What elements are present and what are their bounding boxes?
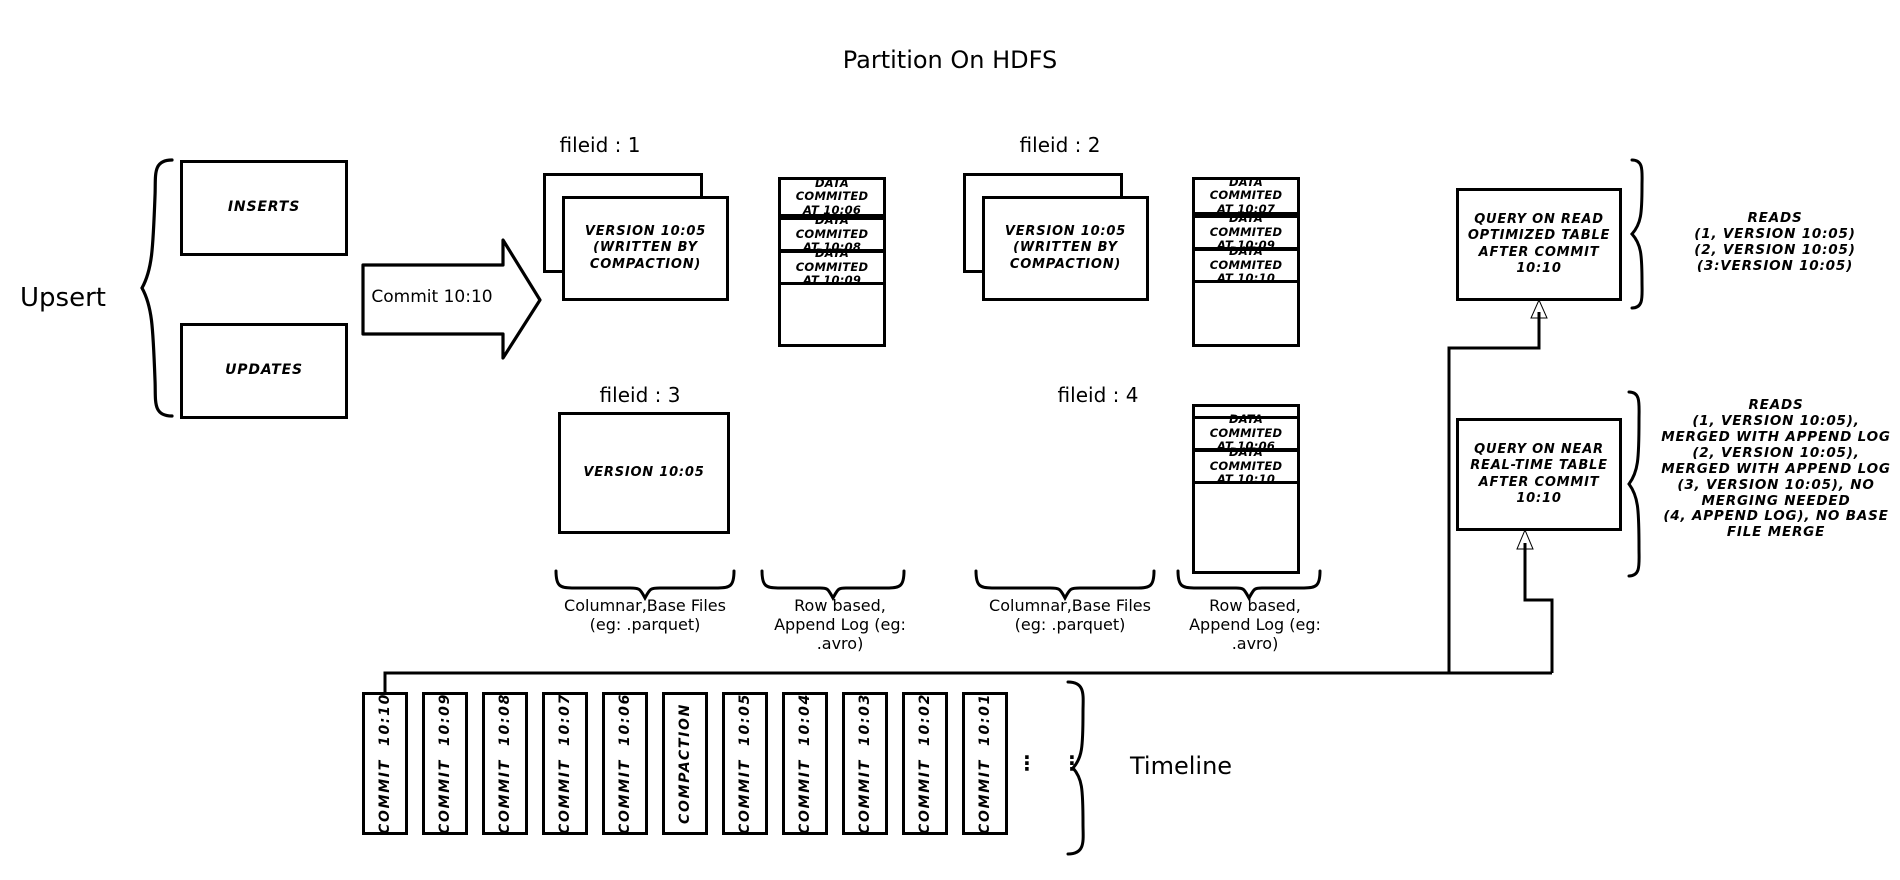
inserts-box: INSERTS <box>180 160 348 256</box>
arrowhead-read-optimized <box>1530 298 1548 319</box>
reads-read-optimized: READS (1, VERSION 10:05) (2, VERSION 10:… <box>1694 210 1856 274</box>
brace-columnar-right <box>974 569 1156 602</box>
timeline-card[interactable]: COMMIT 10:07 <box>542 692 588 835</box>
timeline-card-label: COMMIT 10:01 <box>977 693 993 834</box>
caption-rowlog-right: Row based, Append Log (eg: .avro) <box>1189 596 1321 653</box>
timeline-card-label: COMMIT 10:03 <box>857 693 873 834</box>
fileid-3-heading: fileid : 3 <box>599 383 681 407</box>
timeline-card-label: COMMIT 10:08 <box>497 693 513 834</box>
timeline-card-label: COMMIT 10:02 <box>917 693 933 834</box>
timeline-card[interactable]: COMMIT 10:08 <box>482 692 528 835</box>
page-title: Partition On HDFS <box>842 46 1058 74</box>
timeline-ellipsis-2: ⋮ <box>1062 751 1082 775</box>
fileid-4-heading: fileid : 4 <box>1057 383 1139 407</box>
brace-rowlog-right <box>1176 569 1322 602</box>
query-near-real-time-box[interactable]: QUERY ON NEAR REAL-TIME TABLE AFTER COMM… <box>1456 418 1622 531</box>
timeline-card-label: COMMIT 10:10 <box>377 693 393 834</box>
log-entry: DATA COMMITED AT 10:09 <box>778 246 886 288</box>
log-entry-text: DATA COMMITED AT 10:07 <box>1209 174 1283 216</box>
fileid-1-log-stack: DATA COMMITED AT 10:06 DATA COMMITED AT … <box>778 175 886 347</box>
timeline-card-label: COMMIT 10:06 <box>617 693 633 834</box>
log-entry: DATA COMMITED AT 10:10 <box>1192 445 1300 487</box>
caption-columnar-right: Columnar,Base Files (eg: .parquet) <box>989 596 1151 634</box>
log-entry: DATA COMMITED AT 10:10 <box>1192 244 1300 286</box>
timeline-card-label: COMMIT 10:04 <box>797 693 813 834</box>
query-read-optimized-text: QUERY ON READ OPTIMIZED TABLE AFTER COMM… <box>1467 212 1611 276</box>
fileid-4-log-stack: DATA COMMITED AT 10:06 DATA COMMITED AT … <box>1192 404 1300 574</box>
timeline-card[interactable]: COMMIT 10:03 <box>842 692 888 835</box>
reads-near-real-time: READS (1, VERSION 10:05), MERGED WITH AP… <box>1661 397 1891 541</box>
inserts-label: INSERTS <box>227 199 301 216</box>
timeline-card-label: COMMIT 10:07 <box>557 693 573 834</box>
updates-box: UPDATES <box>180 323 348 419</box>
timeline-card[interactable]: COMMIT 10:10 <box>362 692 408 835</box>
connector-near-real-time <box>1523 543 1554 673</box>
log-entry-text: DATA COMMITED AT 10:10 <box>1209 244 1283 286</box>
fileid-1-base-file-text: VERSION 10:05 (WRITTEN BY COMPACTION) <box>584 224 707 272</box>
fileid-2-log-stack: DATA COMMITED AT 10:07 DATA COMMITED AT … <box>1192 174 1300 347</box>
brace-reads-near-real-time <box>1627 390 1641 578</box>
query-near-real-time-text: QUERY ON NEAR REAL-TIME TABLE AFTER COMM… <box>1470 442 1608 506</box>
query-read-optimized-box[interactable]: QUERY ON READ OPTIMIZED TABLE AFTER COMM… <box>1456 188 1622 301</box>
timeline-card[interactable]: COMMIT 10:01 <box>962 692 1008 835</box>
fileid-2-heading: fileid : 2 <box>1019 133 1101 157</box>
brace-rowlog-left <box>760 569 906 602</box>
timeline-card-label: COMMIT 10:05 <box>737 693 753 834</box>
log-entry-text: DATA COMMITED AT 10:09 <box>795 246 869 288</box>
log-entry: DATA COMMITED AT 10:07 <box>1192 174 1300 216</box>
fileid-3-base-file-text: VERSION 10:05 <box>583 464 705 480</box>
timeline-card[interactable]: COMMIT 10:05 <box>722 692 768 835</box>
connector-timeline-bus <box>383 671 1552 692</box>
timeline-card-compaction[interactable]: COMPACTION <box>662 692 708 835</box>
fileid-3-base-file: VERSION 10:05 <box>558 412 730 534</box>
arrowhead-near-real-time <box>1516 528 1534 550</box>
fileid-1-heading: fileid : 1 <box>559 133 641 157</box>
log-entry-text: DATA COMMITED AT 10:06 <box>795 175 869 217</box>
timeline-card[interactable]: COMMIT 10:06 <box>602 692 648 835</box>
timeline-card-label: COMPACTION <box>677 703 693 824</box>
caption-columnar-left: Columnar,Base Files (eg: .parquet) <box>564 596 726 634</box>
log-entry: DATA COMMITED AT 10:06 <box>778 175 886 217</box>
fileid-1-base-file: VERSION 10:05 (WRITTEN BY COMPACTION) <box>562 196 729 301</box>
timeline-card[interactable]: COMMIT 10:09 <box>422 692 468 835</box>
caption-rowlog-left: Row based, Append Log (eg: .avro) <box>774 596 906 653</box>
timeline-card[interactable]: COMMIT 10:04 <box>782 692 828 835</box>
fileid-2-base-file-text: VERSION 10:05 (WRITTEN BY COMPACTION) <box>1004 224 1127 272</box>
timeline-card-label: COMMIT 10:09 <box>437 693 453 834</box>
brace-columnar-left <box>554 569 736 602</box>
upsert-brace <box>140 158 174 418</box>
fileid-2-base-file: VERSION 10:05 (WRITTEN BY COMPACTION) <box>982 196 1149 301</box>
updates-label: UPDATES <box>225 362 303 379</box>
timeline-label: Timeline <box>1130 752 1233 780</box>
commit-arrow-label: Commit 10:10 <box>371 287 493 307</box>
timeline-card[interactable]: COMMIT 10:02 <box>902 692 948 835</box>
brace-reads-read-optimized <box>1629 158 1644 310</box>
upsert-label: Upsert <box>20 283 106 313</box>
log-entry-text: DATA COMMITED AT 10:10 <box>1209 445 1283 487</box>
timeline-ellipsis-1: ⋮ <box>1017 751 1037 775</box>
